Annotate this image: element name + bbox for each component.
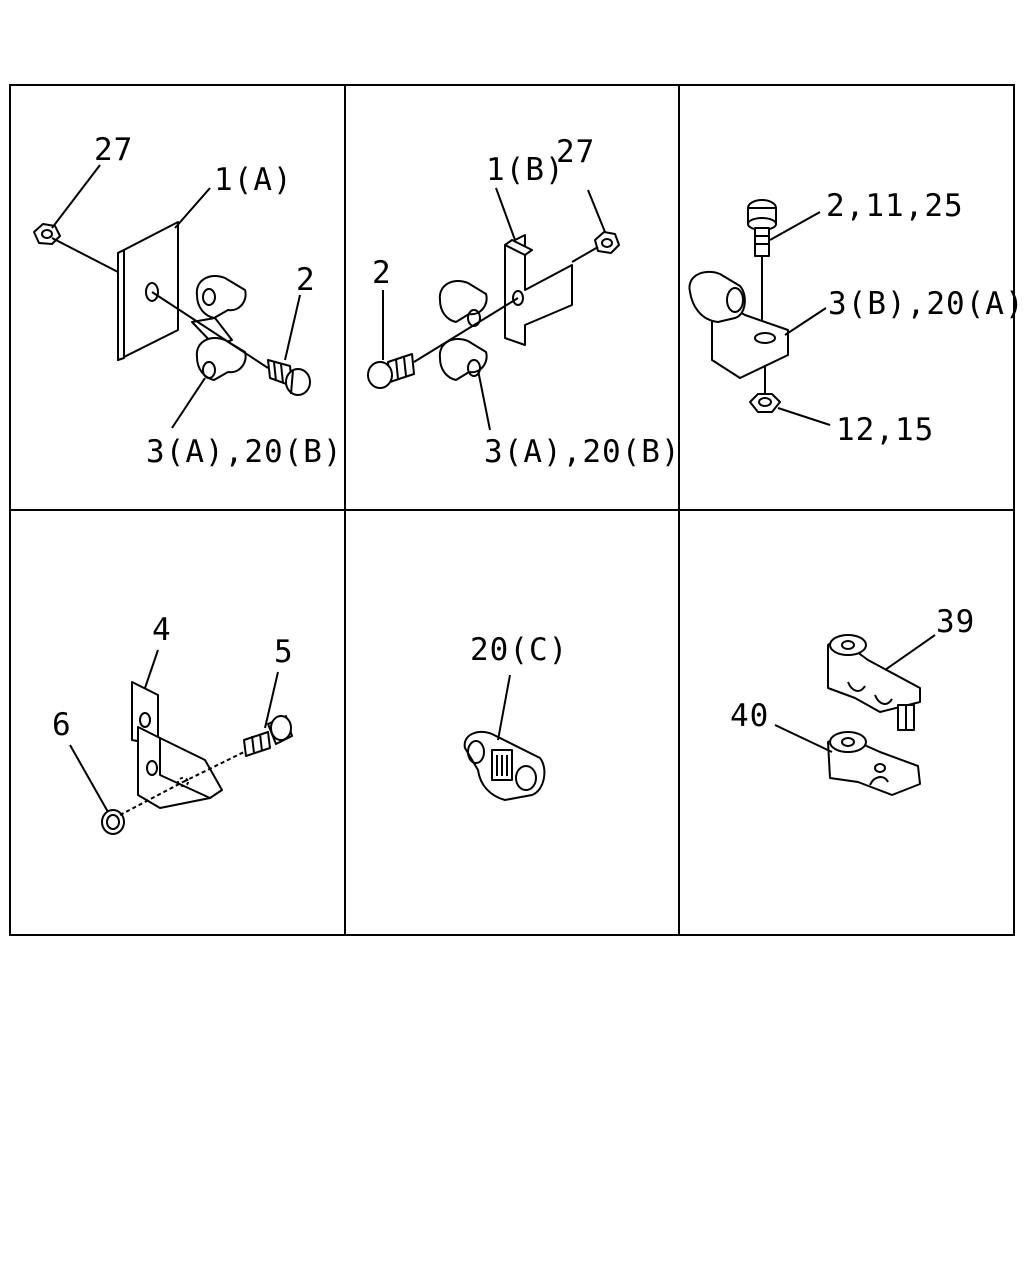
- leader-27: [51, 164, 101, 229]
- label-4: 4: [152, 612, 172, 648]
- plate-1a-drawing: [117, 221, 179, 361]
- label-3a-20b: 3(A),20(B): [146, 434, 343, 470]
- leader-27b: [587, 189, 606, 233]
- clip-3a-drawing: [191, 275, 247, 381]
- assembly-axis: [151, 291, 269, 369]
- bracket-1b-drawing: [504, 234, 573, 346]
- panel-4: 4 5 6: [52, 612, 294, 835]
- leader-20c: [497, 674, 511, 741]
- assembly-axis-b2: [571, 246, 599, 263]
- label-5: 5: [274, 634, 294, 670]
- label-12-15: 12,15: [836, 412, 934, 448]
- label-27: 27: [94, 132, 133, 168]
- panel-grid: [9, 84, 1015, 936]
- leader-40: [774, 724, 833, 753]
- panel-2: 1(B) 27 2 3(A),20(B): [367, 134, 681, 470]
- label-1a: 1(A): [214, 162, 293, 198]
- clip-20c-drawing: [463, 730, 546, 801]
- assembly-axis-b: [413, 297, 519, 363]
- panel-1: 27 1(A) 2 3(A),20(B): [33, 132, 343, 470]
- label-39: 39: [936, 604, 975, 640]
- bolt-2b-drawing: [367, 353, 415, 389]
- leader-3a-20b-b: [477, 369, 491, 431]
- label-27b: 27: [556, 134, 595, 170]
- clip-40-drawing: [827, 731, 921, 796]
- bolt-2-drawing: [267, 359, 311, 396]
- bolt-2-11-25-drawing: [747, 199, 777, 330]
- label-3b-20a: 3(B),20(A): [828, 286, 1024, 322]
- label-2: 2: [296, 262, 316, 298]
- leader-1a: [174, 187, 211, 229]
- label-3a-20b-b: 3(A),20(B): [484, 434, 681, 470]
- bracket-4-drawing: [131, 681, 223, 809]
- assembly-axis-d2: [119, 781, 184, 816]
- leader-3a-20b: [171, 377, 206, 429]
- panel-6: 39 40: [730, 604, 975, 796]
- leader-2-11-25: [769, 211, 821, 241]
- label-40: 40: [730, 698, 769, 734]
- nut-27b-drawing: [594, 231, 620, 254]
- bolt-5-drawing: [243, 715, 293, 757]
- leader-5: [264, 671, 279, 729]
- assembly-axis-d: [182, 751, 245, 783]
- leader-4: [144, 649, 159, 689]
- leader-6: [69, 744, 109, 813]
- label-20c: 20(C): [470, 632, 568, 668]
- leader-2: [284, 294, 301, 361]
- label-6: 6: [52, 707, 72, 743]
- leader-39: [884, 634, 936, 671]
- nut-12-15-drawing: [749, 393, 781, 413]
- leader-3b-20a: [784, 307, 827, 336]
- leader-12-15: [777, 407, 831, 426]
- nut-6-drawing: [101, 809, 125, 835]
- label-2b: 2: [372, 255, 392, 291]
- panel-5: 20(C): [463, 632, 568, 801]
- panel-3: 2,11,25 3(B),20(A) 12,15: [688, 188, 1024, 448]
- clip-39-drawing: [827, 634, 921, 731]
- label-1b: 1(B): [486, 152, 565, 188]
- clip-3a-b-drawing: [438, 280, 488, 381]
- label-2-11-25: 2,11,25: [826, 188, 964, 224]
- clip-3b-20a-drawing: [688, 270, 789, 379]
- leader-1b: [495, 187, 516, 241]
- leader-27-plate: [51, 237, 119, 273]
